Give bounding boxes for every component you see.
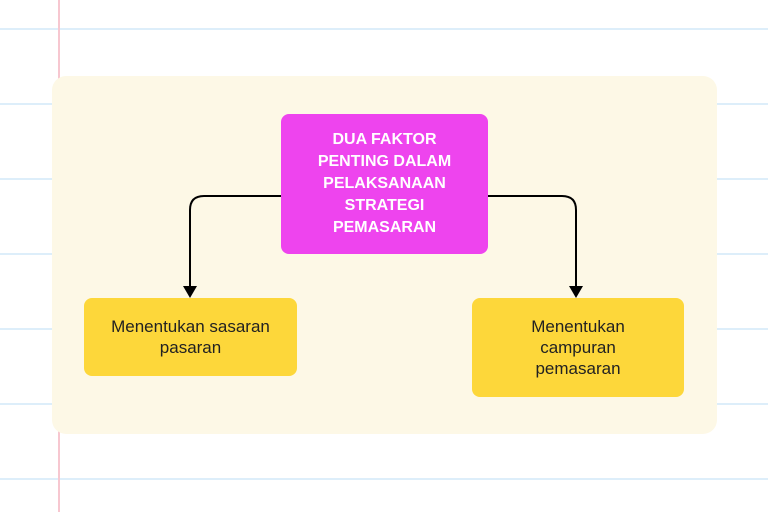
child-node-target-market: Menentukan sasaran pasaran [84,298,297,376]
root-node: DUA FAKTOR PENTING DALAM PELAKSANAAN STR… [281,114,488,254]
child-node-label: Menentukan campuran pemasaran [531,317,625,378]
child-node-label: Menentukan sasaran pasaran [111,317,270,357]
root-node-label: DUA FAKTOR PENTING DALAM PELAKSANAAN STR… [317,131,452,236]
arrowhead-right [569,286,583,298]
connector-left [189,195,281,286]
connector-right [488,195,577,286]
ruled-line [0,28,768,30]
arrowhead-left [183,286,197,298]
ruled-line [0,478,768,480]
child-node-marketing-mix: Menentukan campuran pemasaran [472,298,684,397]
